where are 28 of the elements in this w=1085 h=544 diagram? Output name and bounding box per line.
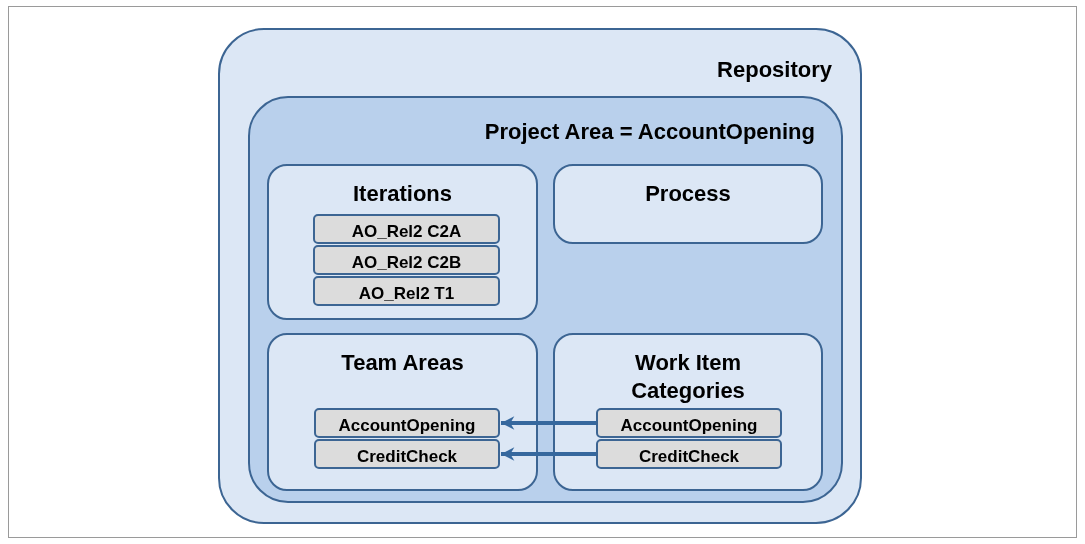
item-box: [313, 276, 500, 306]
item-label: AO_Rel2 T1: [357, 283, 456, 305]
item-box: [596, 439, 782, 469]
item-label: AO_Rel2 C2B: [350, 252, 463, 274]
section-box: [267, 164, 538, 320]
heading: Process: [644, 180, 732, 208]
heading: Repository: [717, 56, 832, 84]
item-label: AO_Rel2 C2A: [350, 221, 463, 243]
item-label: CreditCheck: [355, 446, 459, 468]
item-box: [596, 408, 782, 438]
section-box: [267, 333, 538, 491]
item-box: [313, 214, 500, 244]
heading: Iterations: [352, 180, 453, 208]
arrow: [501, 447, 596, 461]
container-box: [218, 28, 862, 524]
heading: Work Item Categories: [630, 349, 746, 405]
item-box: [314, 439, 500, 469]
section-box: [553, 333, 823, 491]
heading: Team Areas: [340, 349, 465, 377]
item-label: CreditCheck: [637, 446, 741, 468]
arrow: [501, 416, 596, 430]
heading: Project Area = AccountOpening: [484, 118, 815, 146]
container-box: [248, 96, 843, 503]
item-label: AccountOpening: [619, 415, 759, 437]
item-box: [313, 245, 500, 275]
item-label: AccountOpening: [337, 415, 477, 437]
section-box: [553, 164, 823, 244]
item-box: [314, 408, 500, 438]
